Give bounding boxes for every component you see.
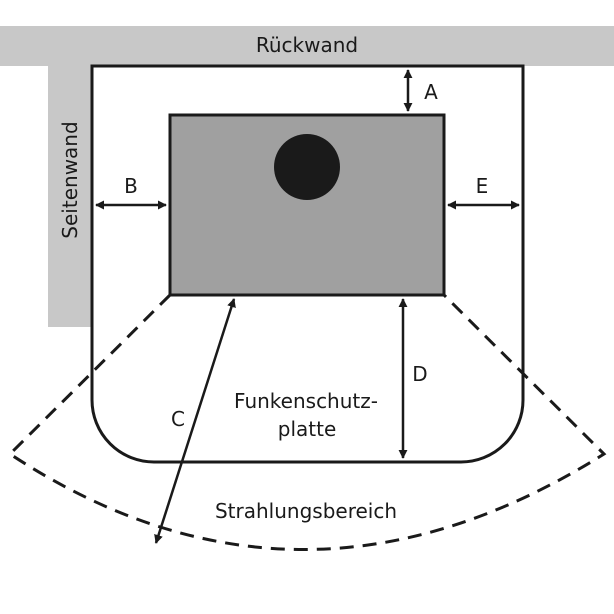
- radiation-area-label: Strahlungsbereich: [215, 499, 397, 523]
- dimension-arrow-c: [154, 298, 236, 544]
- back-wall: [0, 26, 614, 66]
- back-wall-label: Rückwand: [256, 33, 358, 57]
- dimension-label-c: C: [171, 407, 185, 431]
- side-wall: [48, 66, 92, 327]
- dimension-label-e: E: [476, 174, 489, 198]
- flue-pipe: [274, 134, 340, 200]
- stove-body: [168, 113, 446, 297]
- dimension-label-b: B: [124, 174, 138, 198]
- plate-label-line1: Funkenschutz-: [234, 389, 378, 413]
- plate-label-line2: platte: [278, 417, 337, 441]
- side-wall-label: Seitenwand: [58, 121, 82, 238]
- radiation-area: [7, 293, 607, 551]
- dimension-label-d: D: [412, 362, 427, 386]
- dimension-label-a: A: [424, 80, 438, 104]
